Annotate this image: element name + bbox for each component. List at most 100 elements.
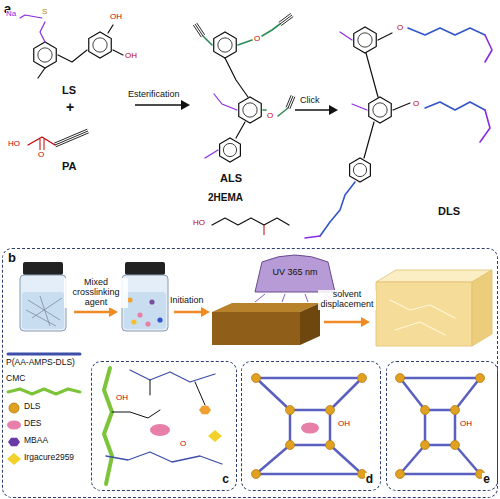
panel-letter: e: [482, 473, 491, 486]
atom-label: O: [397, 24, 403, 33]
vial-liquid: [124, 292, 166, 329]
legend-dls-dot: [9, 403, 19, 413]
side-group: [150, 380, 151, 395]
network-chain: [455, 445, 480, 474]
side-group: [112, 410, 160, 418]
triple-bond: [290, 97, 295, 109]
benzene-ring: [354, 27, 377, 53]
step-label: Initiation: [170, 296, 204, 306]
bond: [214, 94, 237, 110]
double-bond: [40, 139, 41, 150]
gel-crack: [390, 300, 455, 318]
crosslink-point: [252, 374, 261, 383]
network-chain: [400, 473, 480, 476]
crosslink-point: [451, 406, 460, 415]
reagent-dot: [157, 317, 162, 322]
panel-letter: d: [365, 473, 374, 486]
bond: [480, 110, 490, 142]
bond: [305, 236, 320, 238]
inset-frame: d: [241, 361, 381, 491]
atom-label: OH: [116, 394, 128, 403]
bond: [236, 122, 245, 138]
legend-text: P(AA-AMPS-DLS): [6, 358, 75, 367]
atom-label: OH: [110, 13, 122, 22]
compound-label: PA: [62, 160, 76, 172]
network-chain: [455, 378, 480, 410]
des-molecule: [150, 424, 170, 436]
crosslink-point: [326, 406, 335, 415]
crosslink-point: [252, 470, 261, 479]
uv-lamp: [255, 255, 335, 292]
arrow-head: [201, 307, 210, 317]
crosslink-point: [286, 406, 295, 415]
panel-letter: b: [7, 251, 17, 265]
legend-text: MBAA: [24, 436, 48, 445]
compound-label: ALS: [220, 172, 242, 184]
bond: [364, 122, 374, 158]
crosslink-point: [476, 374, 485, 383]
network-chain: [256, 473, 362, 476]
atom-label: OH: [125, 52, 137, 61]
legend-text: Irgacure2959: [24, 453, 74, 462]
swollen-gel-front: [376, 282, 472, 346]
vial-liquid: [22, 292, 64, 329]
compound-label: +: [66, 100, 74, 115]
atom-label: O: [38, 151, 44, 160]
legend-text: DLS: [24, 402, 41, 411]
bond: [40, 22, 45, 42]
benzene-ring: [239, 97, 262, 123]
legend-cmc-line: [8, 389, 80, 394]
bond: [225, 58, 248, 97]
bond: [263, 109, 266, 111]
bond: [38, 68, 45, 78]
legend-des-ellipse: [7, 421, 21, 430]
atom-label: OH: [460, 420, 472, 429]
network-chain: [454, 410, 457, 445]
aromatic-circle: [223, 143, 236, 156]
atom-label: HO: [193, 219, 205, 228]
swollen-gel-side: [472, 270, 492, 346]
uv-ray: [305, 294, 308, 302]
aromatic-circle: [243, 103, 257, 117]
atom-label: O: [413, 100, 419, 109]
benzene-ring: [34, 42, 57, 68]
side-group: [195, 382, 205, 405]
network-chain: [400, 445, 425, 474]
crosslink-point: [358, 374, 367, 383]
arrow-shaft: [135, 104, 184, 105]
reagent-dot: [149, 299, 154, 304]
benzene-ring: [89, 32, 112, 58]
inset-frame: c: [91, 361, 237, 491]
crosslink-point: [326, 441, 335, 450]
des-molecule: [301, 423, 319, 434]
uv-ray: [282, 294, 285, 302]
polymer-fiber: [32, 298, 62, 318]
bond: [366, 53, 378, 97]
aromatic-circle: [373, 103, 387, 117]
aromatic-circle: [358, 33, 372, 47]
bond: [393, 103, 410, 110]
reagent-dot: [145, 321, 150, 326]
arrow-head: [109, 307, 118, 317]
bond: [408, 28, 485, 35]
reagent-dot: [127, 297, 132, 302]
aromatic-circle: [353, 163, 366, 176]
arrow-shaft: [324, 321, 364, 324]
bond: [425, 102, 485, 110]
irgacure-molecule: [208, 430, 222, 442]
step-label: UV 365 nm: [262, 268, 328, 278]
vial-cap: [125, 262, 165, 275]
bond: [113, 50, 123, 55]
reagent-dot: [137, 312, 142, 317]
inset-frame: e: [386, 361, 498, 491]
network-chain: [400, 377, 480, 380]
bond: [28, 137, 55, 145]
network-chain: [400, 378, 425, 410]
benzene-ring: [350, 158, 371, 182]
arrow-head: [361, 317, 370, 327]
aromatic-circle: [38, 48, 52, 62]
atom-label: S: [42, 8, 47, 17]
network-chain: [329, 410, 332, 445]
